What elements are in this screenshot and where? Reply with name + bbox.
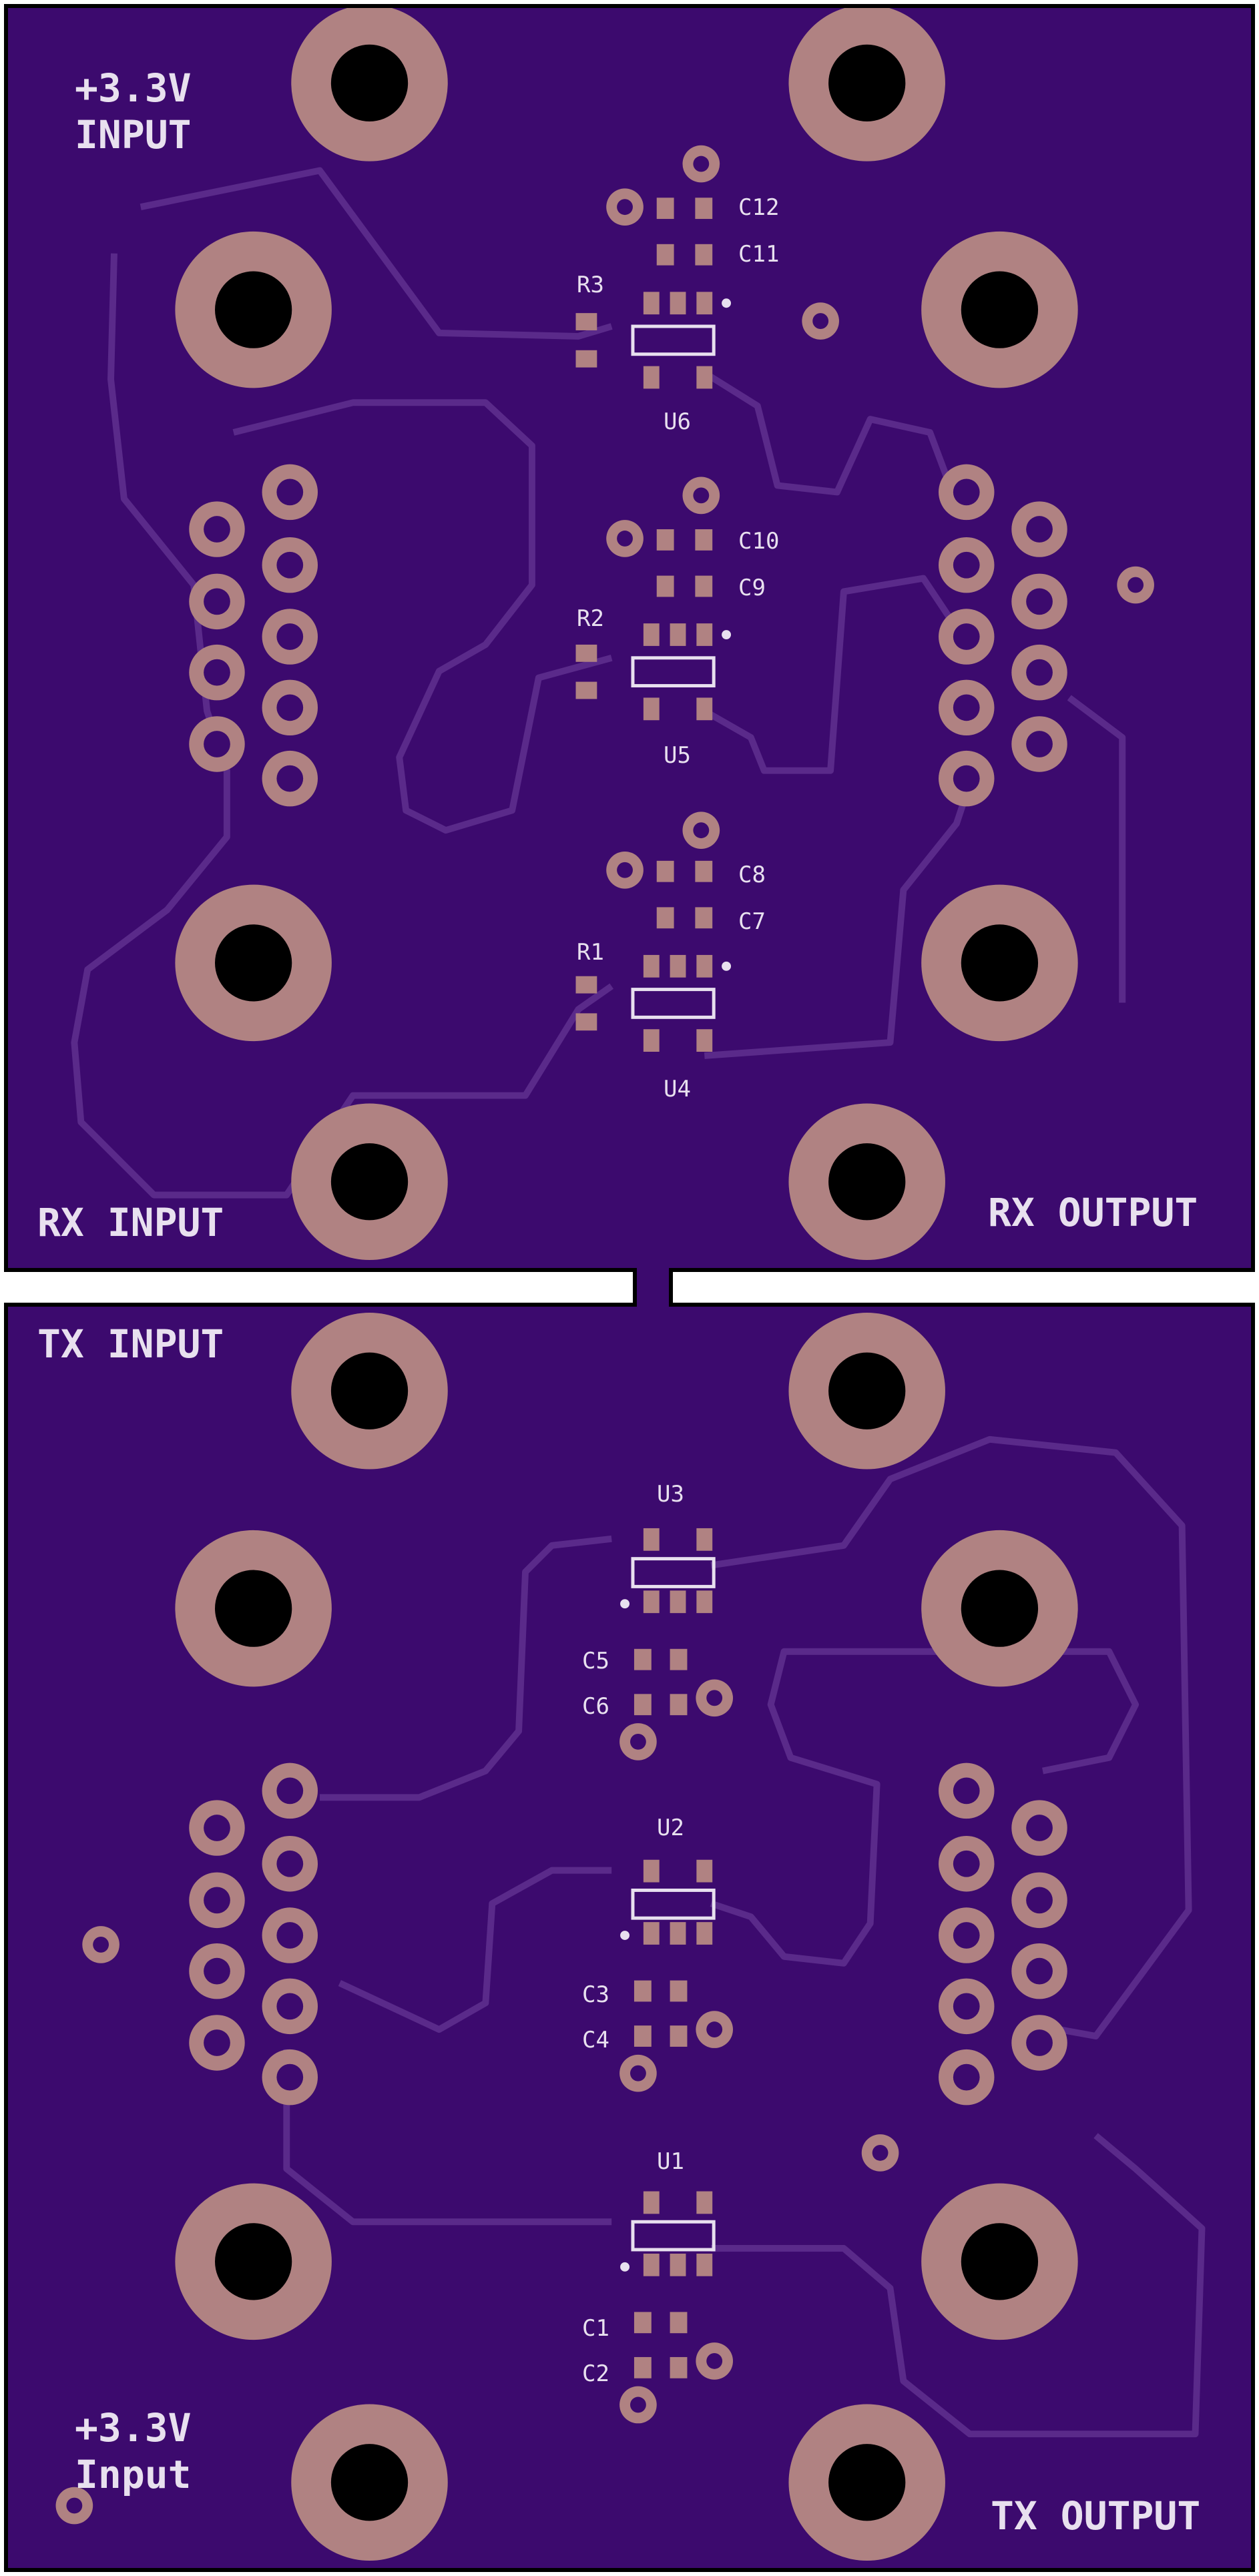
- breakaway-tab: [633, 1268, 673, 1307]
- designator-u1: U1: [657, 2148, 684, 2175]
- rx-board-artwork: [71, 8, 1154, 1260]
- rx-input-label: RX INPUT: [37, 1200, 224, 1245]
- power-input-label-line1-bottom: +3.3V: [75, 2405, 192, 2451]
- rx-silkscreen-bodies: [631, 324, 716, 1019]
- tx-mounting-holes: [175, 1313, 1078, 2561]
- designator-r2: R2: [577, 605, 604, 632]
- designator-u4: U4: [664, 1076, 691, 1102]
- rx-circuit-board: +3.3V INPUT RX INPUT RX OUTPUT C12 C11 R…: [4, 4, 1255, 1272]
- designator-r3: R3: [577, 272, 604, 298]
- rx-vias: [606, 145, 1154, 889]
- designator-u5: U5: [664, 742, 691, 769]
- designator-c1: C1: [582, 2315, 609, 2342]
- designator-c10: C10: [738, 528, 780, 555]
- designator-c11: C11: [738, 241, 780, 268]
- designator-u2: U2: [657, 1815, 684, 1841]
- designator-u6: U6: [664, 408, 691, 435]
- designator-c7: C7: [738, 908, 766, 935]
- tx-input-label: TX INPUT: [37, 1321, 224, 1367]
- designator-c3: C3: [582, 1981, 609, 2008]
- tx-vias: [55, 1679, 899, 2525]
- designator-c9: C9: [738, 575, 766, 601]
- rx-output-label: RX OUTPUT: [988, 1190, 1198, 1235]
- designator-c4: C4: [582, 2027, 609, 2053]
- rx-mounting-holes: [175, 8, 1078, 1260]
- power-input-label-line2-bottom: Input: [75, 2452, 192, 2497]
- tx-circuit-board: TX INPUT TX OUTPUT +3.3V Input U3 C5 C6 …: [4, 1303, 1255, 2572]
- tx-output-label: TX OUTPUT: [991, 2493, 1201, 2539]
- power-input-label-line2: INPUT: [75, 112, 192, 157]
- designator-c8: C8: [738, 862, 766, 888]
- designator-u3: U3: [657, 1481, 684, 1508]
- tx-traces: [283, 1435, 1206, 2438]
- designator-c12: C12: [738, 194, 780, 221]
- designator-c2: C2: [582, 2360, 609, 2387]
- rx-traces: [71, 167, 1126, 1199]
- tx-smd-pads: [634, 1528, 713, 2378]
- rx-smd-pads: [575, 198, 713, 1052]
- designator-c5: C5: [582, 1648, 609, 1674]
- tx-silkscreen-bodies: [631, 1557, 716, 2252]
- designator-c6: C6: [582, 1693, 609, 1720]
- tx-board-artwork: [55, 1313, 1206, 2561]
- designator-r1: R1: [577, 939, 604, 966]
- power-input-label-line1: +3.3V: [75, 65, 192, 111]
